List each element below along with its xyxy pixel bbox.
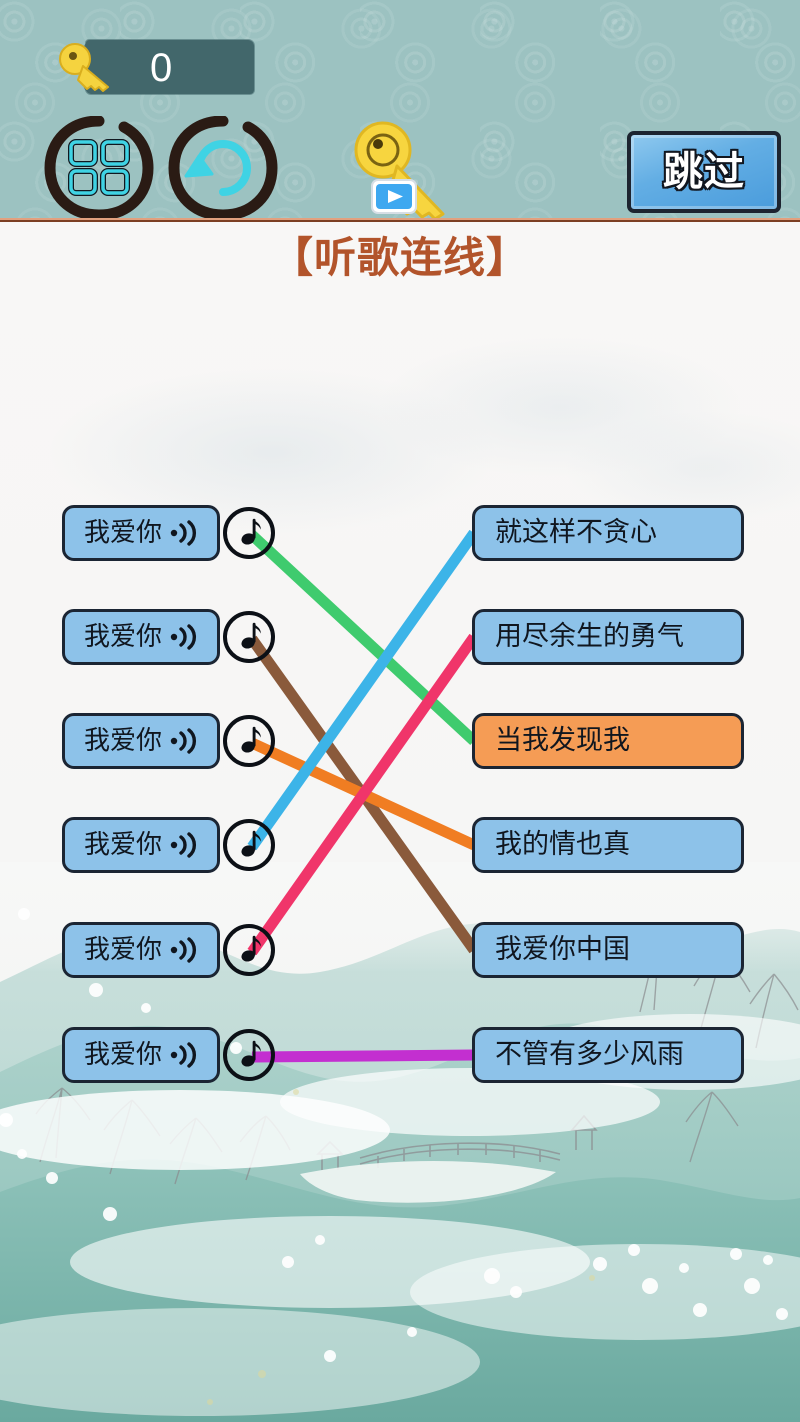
connection-line-4 — [247, 633, 479, 956]
left-item-0[interactable]: 我爱你 — [62, 505, 220, 561]
grid-menu-icon — [44, 115, 154, 221]
top-bar: 0 — [0, 0, 800, 222]
right-item-4[interactable]: 我爱你中国 — [472, 922, 744, 978]
music-note-icon-0[interactable] — [223, 507, 275, 559]
music-note-icon — [241, 726, 261, 753]
key-counter: 0 — [58, 36, 254, 98]
sound-wave-icon — [168, 727, 198, 755]
left-item-label: 我爱你 — [83, 622, 162, 652]
music-note-icon — [241, 935, 261, 962]
right-item-label: 当我发现我 — [495, 725, 630, 756]
left-item-label: 我爱你 — [83, 830, 162, 860]
right-item-2[interactable]: 当我发现我 — [472, 713, 744, 769]
refresh-ccw-icon — [168, 115, 278, 221]
left-item-5[interactable]: 我爱你 — [62, 1027, 220, 1083]
music-note-icon-1[interactable] — [223, 611, 275, 663]
left-item-label: 我爱你 — [83, 726, 162, 756]
connection-line-5 — [251, 1049, 475, 1063]
music-note-icon-5[interactable] — [223, 1029, 275, 1081]
music-note-icon — [241, 518, 261, 545]
music-note-icon — [241, 1040, 261, 1067]
skip-button-label: 跳过 — [663, 149, 745, 195]
left-item-4[interactable]: 我爱你 — [62, 922, 220, 978]
sound-wave-icon — [168, 831, 198, 859]
music-note-icon-3[interactable] — [223, 819, 275, 871]
sound-wave-icon — [168, 519, 198, 547]
key-play-icon — [354, 121, 445, 221]
right-item-5[interactable]: 不管有多少风雨 — [472, 1027, 744, 1083]
left-item-label: 我爱你 — [83, 1040, 162, 1070]
left-item-label: 我爱你 — [83, 518, 162, 548]
right-item-3[interactable]: 我的情也真 — [472, 817, 744, 873]
sound-wave-icon — [168, 936, 198, 964]
header-divider — [0, 218, 800, 222]
sound-wave-icon — [168, 623, 198, 651]
connection-line-2 — [249, 738, 477, 850]
connection-line-0 — [248, 530, 478, 746]
key-ad-button[interactable] — [345, 118, 463, 221]
music-note-icon-4[interactable] — [223, 924, 275, 976]
page-title: 【听歌连线】 — [270, 233, 529, 282]
left-item-2[interactable]: 我爱你 — [62, 713, 220, 769]
left-item-1[interactable]: 我爱你 — [62, 609, 220, 665]
right-item-label: 就这样不贪心 — [495, 517, 657, 548]
right-item-0[interactable]: 就这样不贪心 — [472, 505, 744, 561]
grid-menu-button[interactable] — [44, 115, 154, 221]
music-note-icon — [241, 622, 261, 649]
connection-line-3 — [247, 529, 479, 851]
left-item-3[interactable]: 我爱你 — [62, 817, 220, 873]
music-note-icon-2[interactable] — [223, 715, 275, 767]
music-note-icon — [241, 830, 261, 857]
right-item-label: 用尽余生的勇气 — [495, 621, 684, 652]
skip-button[interactable]: 跳过 — [627, 131, 781, 213]
right-item-label: 我的情也真 — [495, 829, 630, 860]
left-item-label: 我爱你 — [83, 935, 162, 965]
right-item-1[interactable]: 用尽余生的勇气 — [472, 609, 744, 665]
background-mist-upper — [0, 242, 800, 542]
key-count-value: 0 — [150, 46, 173, 90]
key-icon — [59, 43, 109, 92]
reset-button[interactable] — [168, 115, 278, 221]
sound-wave-icon — [168, 1041, 198, 1069]
connection-line-1 — [247, 635, 479, 954]
right-item-label: 不管有多少风雨 — [495, 1039, 684, 1070]
right-item-label: 我爱你中国 — [495, 934, 630, 965]
